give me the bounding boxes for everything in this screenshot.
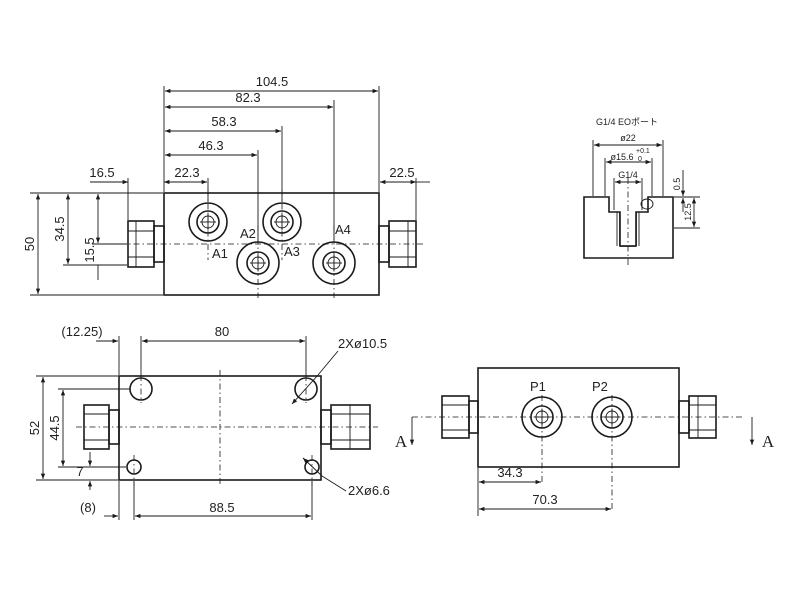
dim-58-3: 58.3: [211, 114, 236, 129]
dim-104-5: 104.5: [256, 74, 289, 89]
top-left-fitting: [127, 220, 165, 268]
dim-34-5: 34.5: [52, 216, 67, 241]
port-label-a1: A1: [212, 246, 228, 261]
port-label-p2: P2: [592, 379, 608, 394]
dim-0-5: 0.5: [672, 178, 682, 191]
thread-label: G1/4: [618, 170, 638, 180]
dim-2x-d10-5: 2Xø10.5: [338, 336, 387, 351]
dim-d22: ø22: [620, 133, 636, 143]
bottom-left-view: (12.25) 80 2Xø10.5 2Xø6.6 52 44.5 7 (8) …: [27, 324, 390, 520]
dim-12-25: (12.25): [61, 324, 102, 339]
port-label-a3: A3: [284, 244, 300, 259]
dim-52: 52: [27, 421, 42, 435]
dim-2x-d6-6: 2Xø6.6: [348, 483, 390, 498]
port-label-p1: P1: [530, 379, 546, 394]
section-detail: G1/4 EOポート ø22 ø15.6 +0.1 0 G1/4 0.5: [583, 117, 700, 268]
dim-44-5: 44.5: [47, 415, 62, 440]
section-label-left: A: [395, 432, 408, 451]
port-label-a4: A4: [335, 222, 351, 237]
dim-34-3: 34.3: [497, 465, 522, 480]
dim-d15-6: ø15.6: [610, 152, 633, 162]
dim-22-5: 22.5: [389, 165, 414, 180]
bottom-right-view: A A P1 P2 34.3 70.3: [395, 367, 775, 516]
dim-tol-zero: 0: [638, 156, 642, 163]
dim-tol-plus: +0.1: [636, 148, 650, 155]
port-label-a2: A2: [240, 226, 256, 241]
dim-46-3: 46.3: [198, 138, 223, 153]
port-circle-a1-upper: [188, 202, 228, 242]
dim-88-5: 88.5: [209, 500, 234, 515]
dim-70-3: 70.3: [532, 492, 557, 507]
dim-50: 50: [22, 237, 37, 251]
top-right-fitting: [378, 220, 417, 268]
top-view: A1 A2 A3 A4 104.5 82.3 58.3 46.3 16.5 22…: [22, 74, 430, 298]
section-detail-title: G1/4 EOポート: [596, 117, 658, 127]
bottom-right-body: [477, 367, 680, 468]
dim-22-3: 22.3: [174, 165, 199, 180]
dim-7: 7: [76, 464, 83, 479]
dim-8: (8): [80, 500, 96, 515]
dim-12-5: 12.5: [683, 203, 693, 221]
section-label-right: A: [762, 432, 775, 451]
dim-16-5: 16.5: [89, 165, 114, 180]
dim-15-5: 15.5: [82, 237, 97, 262]
dim-82-3: 82.3: [235, 90, 260, 105]
port-circle-a2-upper: [262, 202, 302, 242]
port-circle-a4-lower: [312, 241, 356, 285]
dim-80: 80: [215, 324, 229, 339]
